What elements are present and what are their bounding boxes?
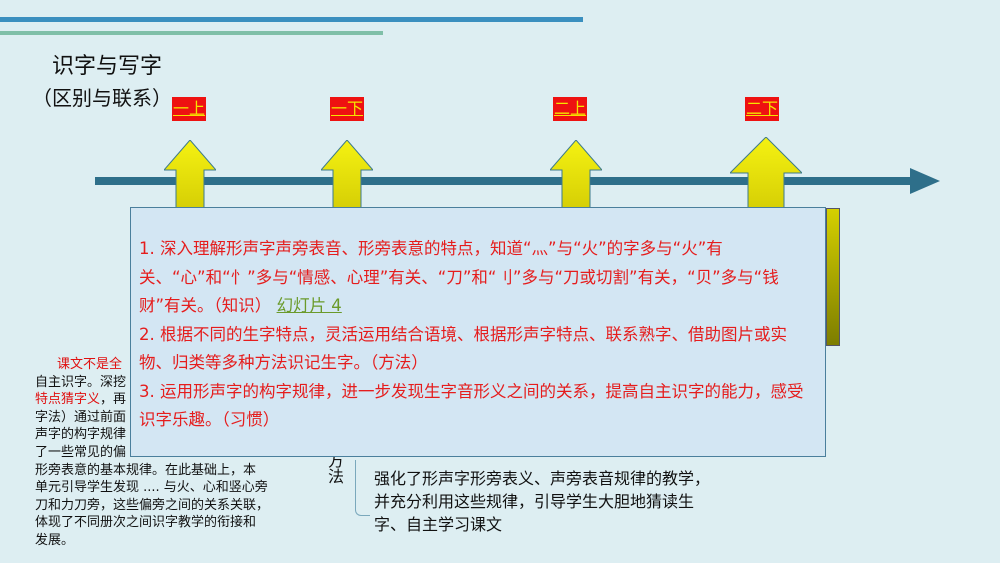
goal-method: 2. 根据不同的生字特点，灵活运用结合语境、根据形声字特点、联系熟字、借助图片或… xyxy=(139,324,787,373)
bracket xyxy=(355,460,370,516)
goal-habit: 3. 运用形声字的构字规律，进一步发现生字音形义之间的关系，提高自主识字的能力，… xyxy=(139,381,804,430)
text-line: 单元引导学生发现 .... 与火、心和竖心旁 xyxy=(35,480,268,496)
text-line: 字法）通过前面 xyxy=(35,409,127,425)
goal-knowledge: 1. 深入理解形声字声旁表音、形旁表意的特点，知道“灬”与“火”的字多与“火”有… xyxy=(139,239,779,315)
slide-4-link[interactable]: 幻灯片 4 xyxy=(276,296,342,315)
text-line: 声字的构字规律 xyxy=(35,427,127,443)
grade-tag-2b: 二下 xyxy=(745,97,780,121)
text-line: 刀和力刀旁，这些偏旁之间的关系关联， xyxy=(35,497,270,513)
grade-tag-1b: 一下 xyxy=(330,97,365,121)
text-line: 体现了不同册次之间识字教学的衔接和 xyxy=(35,515,257,531)
goals-popup: 1. 深入理解形声字声旁表音、形旁表意的特点，知道“灬”与“火”的字多与“火”有… xyxy=(130,207,826,457)
method-label: 方法 xyxy=(325,452,344,484)
up-arrow-icon xyxy=(321,140,373,208)
up-arrow-icon xyxy=(164,140,216,208)
text-line: 发展。 xyxy=(35,532,75,548)
overlay-shadow-bar xyxy=(826,208,840,346)
text-line: 自主识字。深挖 xyxy=(35,374,127,390)
left-description: 课文不是全 自主识字。深挖 特点猜字义，再 字法）通过前面 声字的构字规律 了一… xyxy=(35,356,305,550)
timeline xyxy=(95,177,920,185)
decor-line-blue xyxy=(0,17,583,22)
text-line: 了一些常见的偏 xyxy=(35,444,127,460)
page-subtitle: （区别与联系） xyxy=(32,86,172,110)
timeline-arrowhead-icon xyxy=(910,168,940,194)
up-arrow-icon xyxy=(730,137,802,209)
text-line: 特点猜字义，再 xyxy=(35,392,127,408)
grade-tag-1a: 一上 xyxy=(172,97,207,121)
grade-tag-2a: 二上 xyxy=(553,97,588,121)
decor-line-green xyxy=(0,31,383,35)
text-line: 形旁表意的基本规律。在此基础上，本 xyxy=(35,462,257,478)
page-title: 识字与写字 xyxy=(52,54,163,79)
text-line: 课文不是全 xyxy=(57,357,123,372)
up-arrow-icon xyxy=(550,140,602,208)
method-description: 强化了形声字形旁表义、声旁表音规律的教学，并充分利用这些规律，引导学生大胆地猜读… xyxy=(374,469,711,534)
